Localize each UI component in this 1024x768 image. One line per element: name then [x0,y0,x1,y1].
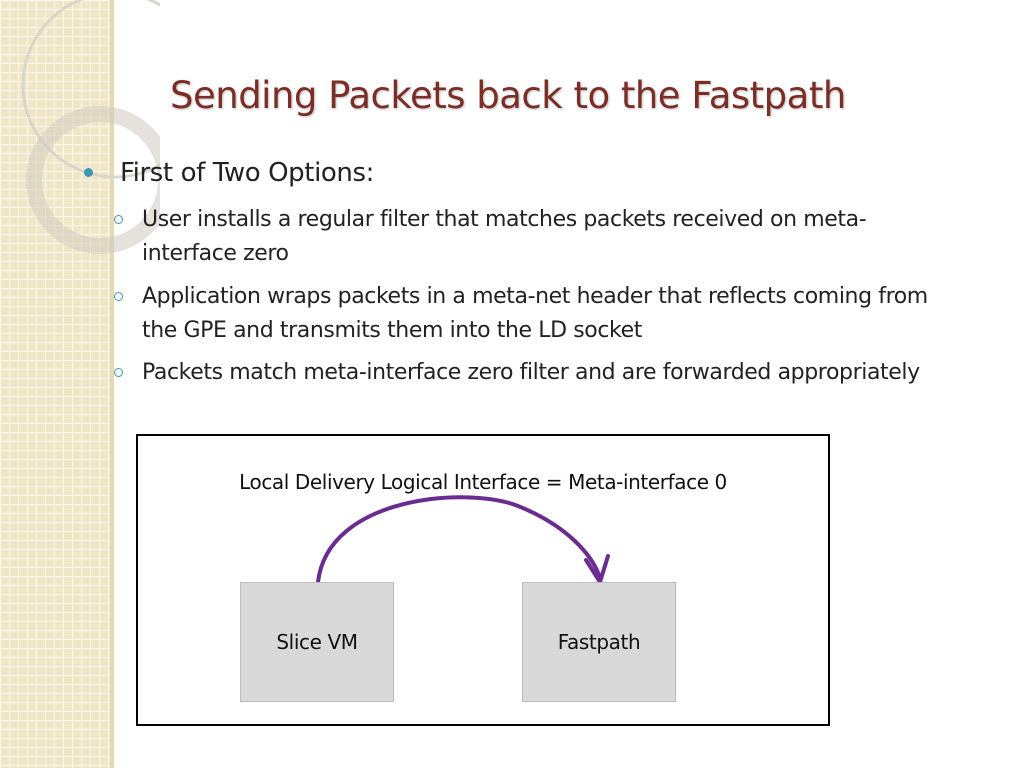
slice-vm-node: Slice VM [240,582,394,702]
sub-bullet-text: User installs a regular filter that matc… [142,207,867,266]
slide-title: Sending Packets back to the Fastpath [170,74,846,117]
diagram-box: Local Delivery Logical Interface = Meta-… [136,434,830,726]
sidebar-edge [110,0,114,768]
sub-bullet-text: Application wraps packets in a meta-net … [142,284,928,343]
decorative-circles [21,0,160,254]
sub-bullet-text: Packets match meta-interface zero filter… [142,360,920,385]
diagram-label: Local Delivery Logical Interface = Meta-… [239,470,727,494]
fastpath-node: Fastpath [522,582,676,702]
main-bullet-text: First of Two Options: [120,158,374,188]
bullet-ring-icon [114,215,123,224]
bullet-ring-icon [114,292,123,301]
bullet-dot-icon [84,168,93,177]
bullet-ring-icon [114,368,123,377]
